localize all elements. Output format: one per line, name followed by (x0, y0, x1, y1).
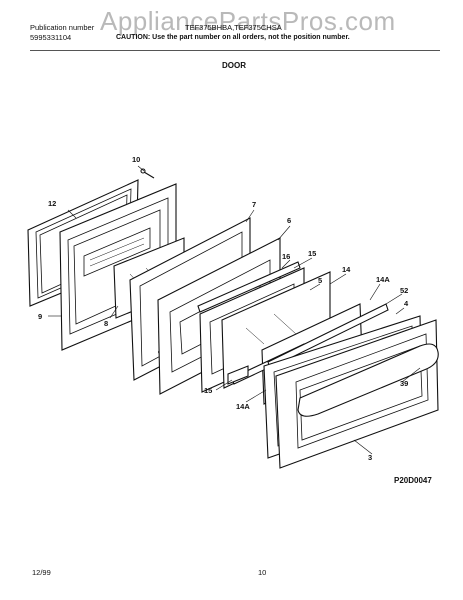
callout-14: 14 (342, 265, 351, 274)
callout-4: 4 (404, 299, 409, 308)
callout-16: 16 (282, 252, 290, 261)
part-10-screw (140, 168, 155, 179)
diagram-code: P20D0047 (394, 476, 432, 485)
callout-52: 52 (400, 286, 408, 295)
callout-6: 6 (287, 216, 291, 225)
callout-10: 10 (132, 155, 140, 164)
leader-lines (48, 165, 421, 455)
part-39-door-handle (297, 343, 439, 417)
callout-5: 5 (318, 276, 322, 285)
callout-39: 39 (400, 379, 408, 388)
callout-8: 8 (104, 319, 108, 328)
watermark: AppliancePartsPros.com (100, 6, 396, 36)
publication-label: Publication number (30, 23, 95, 32)
callout-14a-lower: 14A (236, 402, 250, 411)
callout-14a-upper: 14A (376, 275, 390, 284)
callout-15-upper: 15 (308, 249, 316, 258)
footer-date: 12/99 (32, 568, 51, 577)
callout-15-lower: 15 (204, 386, 212, 395)
callout-12: 12 (48, 199, 56, 208)
publication-number: 5995331104 (30, 33, 72, 42)
callout-9: 9 (38, 312, 42, 321)
callout-7: 7 (252, 200, 256, 209)
header-divider (30, 50, 440, 51)
model-numbers: TEF375BHBA,TEF375CHSA (185, 23, 282, 32)
section-title: DOOR (222, 61, 246, 70)
callout-3: 3 (368, 453, 372, 462)
footer-page-number: 10 (258, 568, 267, 577)
caution-note: CAUTION: Use the part number on all orde… (116, 34, 350, 41)
